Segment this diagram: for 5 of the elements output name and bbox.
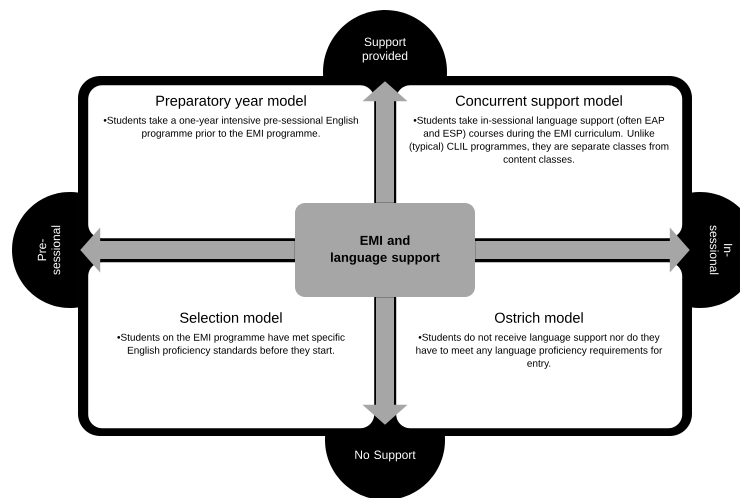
node-label: No Support bbox=[355, 450, 416, 462]
node-label: Pre-sessional bbox=[38, 226, 60, 275]
node-label: Support provided bbox=[362, 38, 408, 62]
center-box: EMI and language support bbox=[295, 203, 475, 297]
node-label: In-sessional bbox=[710, 225, 732, 274]
